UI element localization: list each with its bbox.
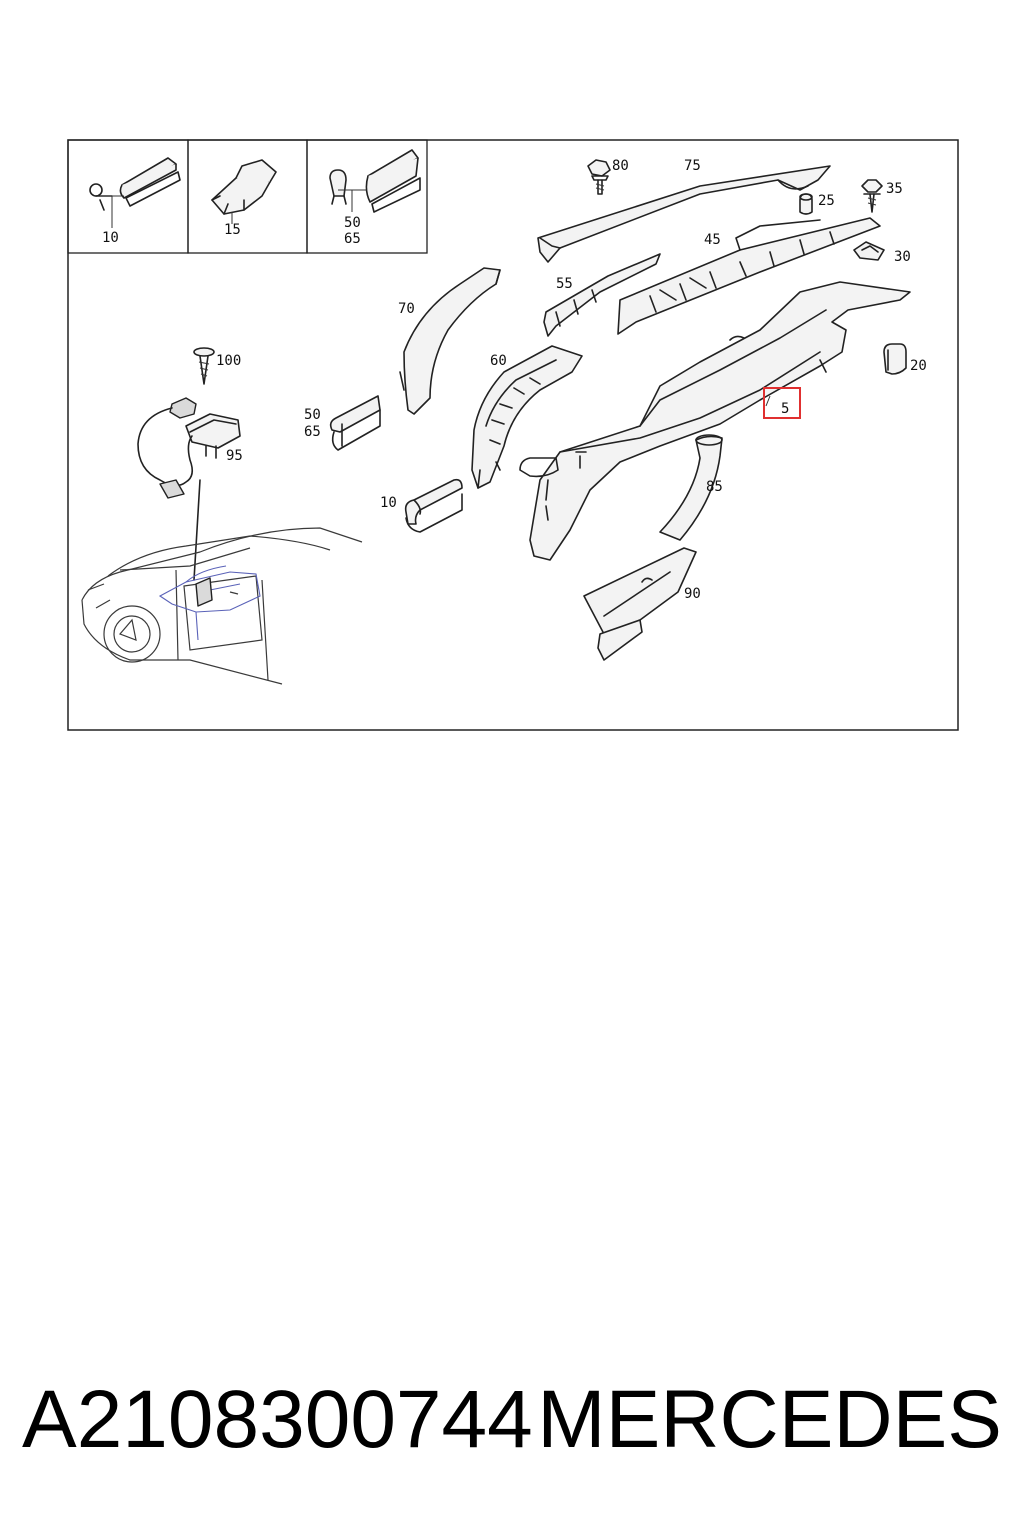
mounting-bracket — [543, 253, 661, 337]
callout-60: 60 — [490, 353, 507, 369]
inset-panels — [67, 139, 428, 254]
inset-clip-strip-icon — [89, 157, 181, 228]
pillar-trim-panel — [399, 267, 501, 415]
rubber-seal — [404, 478, 463, 533]
callout-20: 20 — [910, 358, 927, 374]
clip-icon — [853, 241, 885, 261]
upper-trim-panel — [537, 165, 831, 263]
part-number: A2108300744 — [22, 1374, 533, 1465]
callout-25: 25 — [818, 193, 835, 209]
callout-100: 100 — [216, 353, 241, 369]
inset-seal-strip-icon — [329, 149, 421, 213]
callout-5: 5 — [781, 401, 789, 417]
seal-strip — [329, 395, 381, 451]
callout-65: 65 — [304, 424, 321, 440]
actuator-module — [137, 397, 241, 499]
inset-callout-50: 50 — [344, 215, 361, 231]
callout-85: 85 — [706, 479, 723, 495]
bolt-icon — [587, 159, 611, 195]
callout-90: 90 — [684, 586, 701, 602]
callout-50: 50 — [304, 407, 321, 423]
inset-bracket-icon — [211, 159, 277, 224]
main-duct-housing — [519, 281, 911, 561]
callout-10: 10 — [380, 495, 397, 511]
lower-panel — [583, 547, 697, 661]
callout-30: 30 — [894, 249, 911, 265]
car-locator-illustration — [81, 527, 363, 685]
callout-35: 35 — [886, 181, 903, 197]
leader-5 — [765, 395, 771, 407]
highlighted-callout-5 — [763, 387, 801, 419]
air-hose — [659, 434, 723, 541]
callout-45: 45 — [704, 232, 721, 248]
actuator-location-leader — [193, 479, 201, 581]
callout-75: 75 — [684, 158, 701, 174]
diagram-frame — [67, 139, 959, 731]
brand-name: MERCEDES — [537, 1374, 1002, 1465]
cap-icon — [883, 343, 907, 375]
footer-bar: A2108300744 MERCEDES — [0, 1370, 1024, 1470]
callout-70: 70 — [398, 301, 415, 317]
duct-frame — [471, 345, 583, 489]
plug-icon — [799, 193, 813, 215]
inset-callout-65: 65 — [344, 231, 361, 247]
parts-diagram: 10 15 50 65 80 75 25 — [67, 139, 959, 731]
callout-55: 55 — [556, 276, 573, 292]
callout-80: 80 — [612, 158, 629, 174]
inset-callout-10: 10 — [102, 230, 119, 246]
upper-rail-panel — [617, 217, 881, 335]
screw-icon — [861, 179, 883, 213]
screw-100-icon — [193, 347, 215, 385]
callout-95: 95 — [226, 448, 243, 464]
inset-callout-15: 15 — [224, 222, 241, 238]
